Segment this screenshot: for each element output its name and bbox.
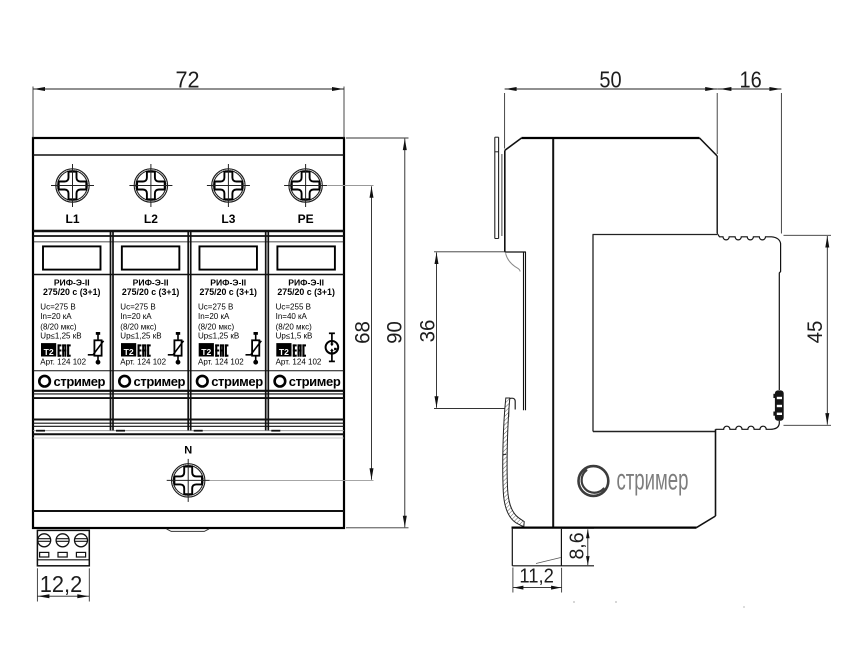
svg-text:16: 16 (739, 66, 761, 93)
svg-text:РИФ-Э-II: РИФ-Э-II (133, 278, 169, 288)
svg-text:275/20 с (3+1): 275/20 с (3+1) (122, 287, 180, 297)
svg-text:стример: стример (211, 374, 263, 389)
svg-text:Up≤1,25 кВ: Up≤1,25 кВ (40, 332, 81, 341)
svg-text:275/20 с (3+1): 275/20 с (3+1) (199, 287, 257, 297)
svg-text:11,2: 11,2 (519, 565, 554, 588)
svg-text:L2: L2 (144, 212, 158, 226)
svg-text:In=40 кА: In=40 кА (276, 312, 308, 321)
svg-text:стример: стример (54, 374, 106, 389)
svg-text:(8/20 мкс): (8/20 мкс) (198, 322, 235, 331)
svg-text:In=20 кА: In=20 кА (40, 312, 72, 321)
svg-text:стример: стример (289, 374, 341, 389)
svg-text:72: 72 (175, 66, 199, 92)
svg-text:Т2: Т2 (279, 347, 289, 357)
svg-text:Uc=255 В: Uc=255 В (276, 303, 311, 312)
svg-text:Арт. 124 102: Арт. 124 102 (120, 357, 166, 366)
svg-text:45: 45 (804, 321, 828, 344)
svg-text:(8/20 мкс): (8/20 мкс) (276, 322, 313, 331)
svg-text:PE: PE (298, 212, 314, 226)
svg-text:50: 50 (599, 66, 621, 93)
svg-text:Арт. 124 102: Арт. 124 102 (198, 357, 244, 366)
svg-text:N: N (184, 445, 192, 457)
svg-text:L3: L3 (221, 212, 235, 226)
svg-text:68: 68 (351, 321, 375, 344)
svg-text:стример: стример (134, 374, 186, 389)
svg-text:8,6: 8,6 (566, 532, 589, 559)
svg-text:РИФ-Э-II: РИФ-Э-II (210, 278, 246, 288)
svg-text:Арт. 124 102: Арт. 124 102 (276, 357, 322, 366)
svg-text:Uc=275 В: Uc=275 В (198, 303, 233, 312)
svg-text:Uc=275 В: Uc=275 В (40, 303, 75, 312)
svg-text:12,2: 12,2 (40, 571, 83, 597)
svg-text:In=20 кА: In=20 кА (198, 312, 230, 321)
svg-text:Т2: Т2 (44, 347, 54, 357)
svg-text:36: 36 (416, 320, 440, 343)
svg-text:Т2: Т2 (124, 347, 134, 357)
svg-text:Up≤1,5 кВ: Up≤1,5 кВ (276, 332, 313, 341)
svg-text:In=20 кА: In=20 кА (120, 312, 152, 321)
svg-text:Uc=275 В: Uc=275 В (120, 303, 155, 312)
svg-text:(8/20 мкс): (8/20 мкс) (40, 322, 77, 331)
svg-text:Т2: Т2 (201, 347, 211, 357)
svg-text:(8/20 мкс): (8/20 мкс) (120, 322, 157, 331)
svg-text:275/20 с (3+1): 275/20 с (3+1) (277, 287, 335, 297)
svg-text:90: 90 (383, 321, 407, 344)
svg-text:РИФ-Э-II: РИФ-Э-II (54, 278, 90, 288)
svg-text:РИФ-Э-II: РИФ-Э-II (288, 278, 324, 288)
svg-text:стример: стример (617, 463, 689, 497)
svg-text:L1: L1 (65, 212, 79, 226)
svg-text:Up≤1,25 кВ: Up≤1,25 кВ (120, 332, 161, 341)
svg-text:275/20 с (3+1): 275/20 с (3+1) (43, 287, 101, 297)
svg-text:Up≤1,25 кВ: Up≤1,25 кВ (198, 332, 239, 341)
svg-text:Арт. 124 102: Арт. 124 102 (40, 357, 86, 366)
